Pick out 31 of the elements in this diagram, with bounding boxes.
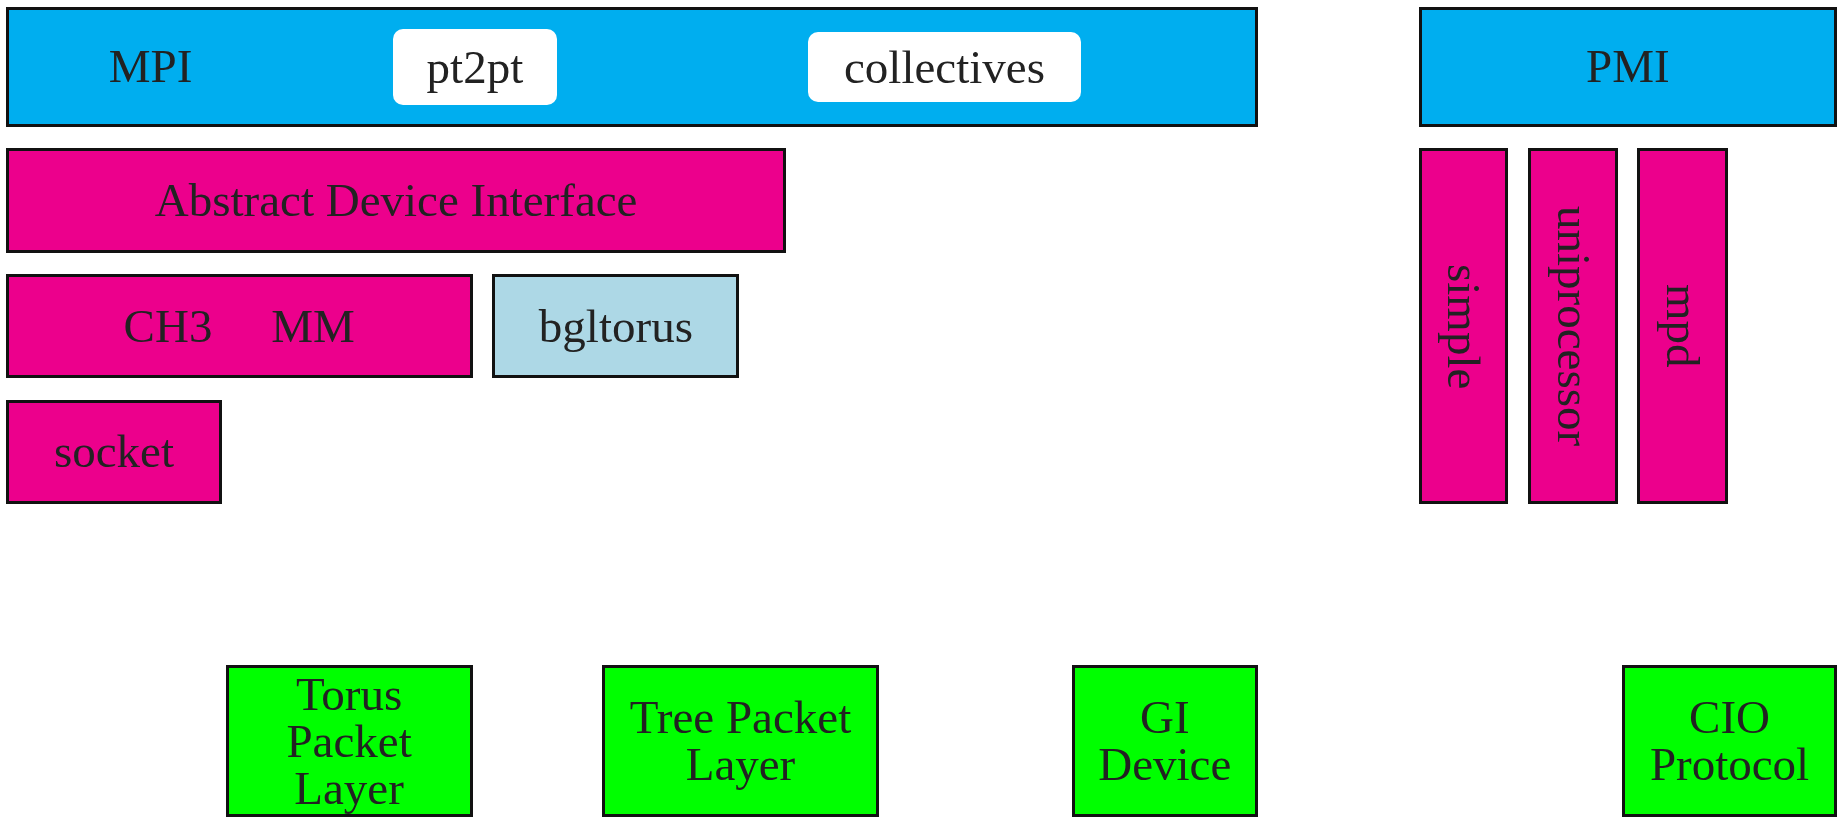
box-label: bgltorus <box>538 302 693 350</box>
box-label: CH3 <box>123 302 213 350</box>
box-label: mpd <box>1659 284 1707 368</box>
box-label: Tree Packet Layer <box>628 694 853 789</box>
hardware-box <box>601 665 880 817</box>
box-label: MM <box>271 302 355 350</box>
layer-bar <box>5 273 473 379</box>
box-label: GI Device <box>1097 694 1233 789</box>
box-label: socket <box>53 428 175 476</box>
vertical-bar <box>1418 148 1508 505</box>
box-label: simple <box>1439 263 1487 389</box>
box-label: pt2pt <box>426 43 524 91</box>
layer-bar <box>5 399 223 505</box>
layer-bar <box>492 273 740 379</box>
layer-bar <box>5 148 787 253</box>
hardware-box <box>225 665 473 817</box>
box-label: uniprocessor <box>1549 206 1597 447</box>
box-label: Abstract Device Interface <box>154 176 638 224</box>
box-label: collectives <box>844 43 1045 91</box>
module-tag <box>393 28 557 106</box>
box-label: CIO Protocol <box>1648 694 1811 789</box>
hardware-box <box>1622 665 1838 817</box>
box-label: PMI <box>1586 43 1670 91</box>
layer-bar <box>1418 7 1838 127</box>
hardware-box <box>1071 665 1258 817</box>
vertical-bar <box>1637 148 1728 505</box>
box-label: MPI <box>108 43 193 91</box>
vertical-bar <box>1528 148 1619 505</box>
box-label: Torus Packet Layer <box>285 670 413 812</box>
module-tag <box>808 32 1081 102</box>
layer-bar <box>5 7 1258 127</box>
